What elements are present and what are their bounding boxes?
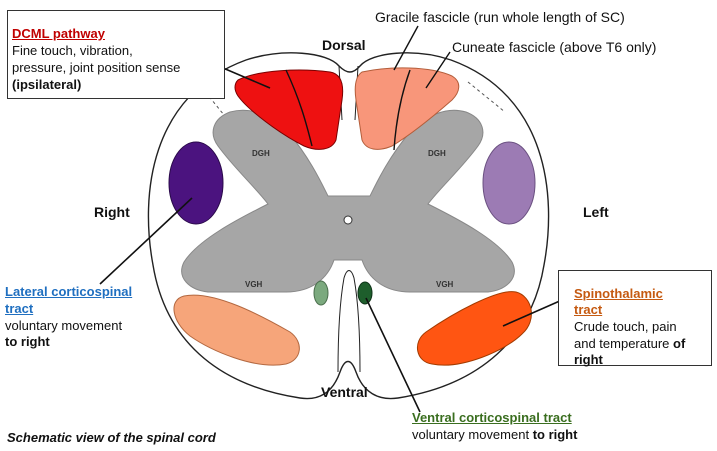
spino-line-2a: and temperature — [574, 336, 670, 351]
gracile-divider-right — [285, 69, 313, 147]
spino-line-2b: of — [673, 336, 686, 351]
cuneate-fascicle-label: Cuneate fascicle (above T6 only) — [452, 39, 657, 55]
dcml-info-box — [7, 10, 225, 99]
ventral-cst-line-1: voluntary movement to right — [412, 427, 577, 443]
right-side-label: Right — [94, 204, 130, 220]
dcml-line-2: pressure, joint position sense — [12, 60, 181, 75]
dorsal-label: Dorsal — [322, 37, 366, 53]
lateral-cst-title-2: tract — [5, 301, 34, 316]
spino-line-3: right — [574, 352, 603, 367]
gracile-fascicle-label: Gracile fascicle (run whole length of SC… — [375, 9, 625, 25]
spino-title-1: Spinothalamic — [574, 286, 663, 301]
pointer-ventral — [365, 297, 421, 413]
ventral-median-fissure — [337, 270, 361, 373]
dcml-line-3: (ipsilateral) — [12, 77, 82, 92]
diagram-caption: Schematic view of the spinal cord — [7, 430, 216, 445]
spinothalamic-info-box — [558, 270, 712, 366]
dgh-label-left: DGH — [428, 149, 446, 158]
lateral-corticospinal-left — [482, 141, 536, 225]
pointer-spino — [502, 299, 563, 327]
ventral-corticospinal-left — [313, 280, 329, 306]
spinothalamic-right-tract — [417, 291, 532, 366]
vgh-label-left: VGH — [436, 280, 454, 289]
left-side-label: Left — [583, 204, 609, 220]
dcml-right-tract — [234, 69, 344, 150]
ventral-label: Ventral — [321, 384, 368, 400]
spinothalamic-left-tract — [173, 294, 300, 366]
dgh-label-right: DGH — [252, 149, 270, 158]
pointer-lateral — [99, 197, 193, 285]
lateral-cst-line-1: voluntary movement — [5, 318, 123, 333]
ventral-cst-title: Ventral corticospinal tract — [412, 410, 572, 425]
grey-matter — [181, 109, 515, 293]
pointer-gracile — [393, 25, 419, 71]
ventral-cst-line-1a: voluntary movement — [412, 427, 530, 442]
spino-line-1: Crude touch, pain — [574, 319, 677, 334]
vgh-label-right: VGH — [245, 280, 263, 289]
gracile-divider-left — [393, 69, 411, 151]
ventral-cst-line-1b: to right — [532, 427, 578, 442]
lateral-corticospinal-right — [168, 141, 224, 225]
pointer-cuneate — [425, 51, 451, 89]
spino-line-2: and temperature of — [574, 336, 685, 352]
dcml-title: DCML pathway — [12, 26, 105, 41]
dcml-line-1: Fine touch, vibration, — [12, 43, 133, 58]
ventral-corticospinal-right — [357, 281, 373, 305]
lateral-cst-title-1: Lateral corticospinal — [5, 284, 133, 299]
central-canal — [343, 215, 353, 225]
lateral-cst-line-2: to right — [5, 334, 50, 349]
spino-title-2: tract — [574, 302, 603, 317]
dashed-boundary-left — [467, 81, 506, 113]
